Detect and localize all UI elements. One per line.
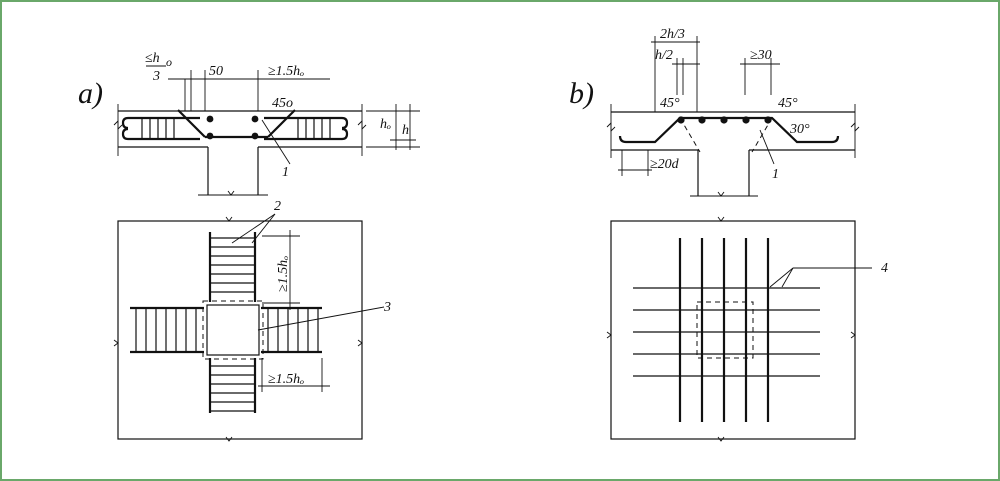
dim-h: h [402,123,409,138]
dim-ge-20d: ≥20d [650,157,680,172]
rebar-dot [206,132,214,140]
panel-b-plan: 4 [606,216,888,442]
dim-den-3: 3 [152,69,160,84]
dim-plan-horizontal: ≥1.5hₒ [268,372,304,387]
dim-h2: h/2 [655,48,673,63]
column-outline [206,304,260,356]
dim-ge-30: ≥30 [750,48,772,63]
callout-4: 4 [881,261,888,276]
angle-30: 30° [789,122,810,137]
angle-45-right: 45° [778,96,798,111]
callout-2: 2 [274,199,281,214]
dim-50: 50 [209,64,223,79]
dim-2h3: 2h/3 [660,27,685,42]
panel-b-section: b) 2h/3 h/2 ≥30 [569,27,860,197]
callout-1-a: 1 [282,165,289,180]
column-outline-dashed [696,301,754,359]
panel-a-plan: ≥1.5hₒ ≥1.5hₒ 2 3 [113,199,391,442]
dim-ge-1-5h0: ≥1.5hₒ [268,64,304,79]
rebar-dot [251,132,259,140]
callout-1-b: 1 [772,167,779,182]
rebar-dot [206,115,214,123]
panel-b-letter: b) [569,77,594,110]
stirrups-right [264,116,349,141]
angle-45: 45o [272,96,293,111]
dim-le-h0: ≤h [145,51,160,66]
panel-a-letter: a) [78,77,103,110]
rebar-dot [251,115,259,123]
panel-a-section: a) [78,51,420,196]
stirrups-left [121,116,200,141]
dim-h0: hₒ [380,117,391,132]
dim-plan-vertical: ≥1.5hₒ [276,256,291,292]
angle-45-left: 45° [660,96,680,111]
callout-3: 3 [383,300,391,315]
svg-text:o: o [166,55,172,69]
